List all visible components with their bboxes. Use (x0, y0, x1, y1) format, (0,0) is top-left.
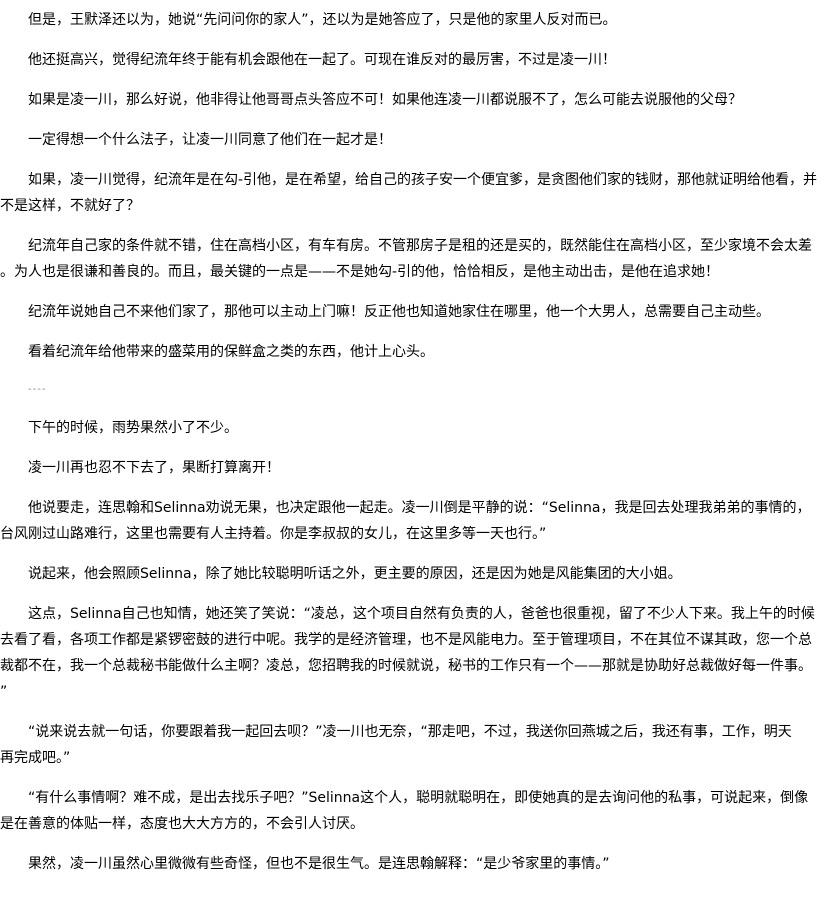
text-line: 台风刚过山路难行，这里也需要有人主持着。你是李叔叔的女儿，在这里多等一天也行。” (0, 526, 547, 542)
text-line: 纪流年自己家的条件就不错，住在高档小区，有车有房。不管那房子是租的还是买的，既然… (28, 238, 812, 254)
paragraph: 如果是凌一川，那么好说，他非得让他哥哥点头答应不可！如果他连凌一川都说服不了，怎… (0, 87, 835, 113)
text-line: 他还挺高兴，觉得纪流年终于能有机会跟他在一起了。可现在谁反对的最厉害，不过是凌一… (28, 52, 616, 68)
paragraph: 他还挺高兴，觉得纪流年终于能有机会跟他在一起了。可现在谁反对的最厉害，不过是凌一… (0, 47, 835, 73)
paragraph: “说来说去就一句话，你要跟着我一起回去呗？”凌一川也无奈，“那走吧，不过，我送你… (0, 719, 835, 771)
text-line: 再完成吧。” (0, 750, 71, 766)
section-separator: ---- (0, 379, 835, 401)
text-line: 但是，王默泽还以为，她说“先问问你的家人”，还以为是她答应了，只是他的家里人反对… (28, 12, 617, 28)
paragraph: 但是，王默泽还以为，她说“先问问你的家人”，还以为是她答应了，只是他的家里人反对… (0, 7, 835, 33)
text-line: 他说要走，连思翰和Selinna劝说无果，也决定跟他一起走。凌一川倒是平静的说：… (28, 500, 811, 516)
text-line: 一定得想一个什么法子，让凌一川同意了他们在一起才是！ (28, 132, 392, 148)
text-line: “有什么事情啊？难不成，是出去找乐子吧？”Selinna这个人，聪明就聪明在，即… (28, 790, 809, 806)
paragraph: “有什么事情啊？难不成，是出去找乐子吧？”Selinna这个人，聪明就聪明在，即… (0, 785, 835, 837)
paragraph: 纪流年说她自己不来他们家了，那他可以主动上门嘛！反正他也知道她家住在哪里，他一个… (0, 299, 835, 325)
text-line: 裁都不在，我一个总裁秘书能做什么主啊？凌总，您招聘我的时候就说，秘书的工作只有一… (0, 658, 812, 674)
paragraph: 下午的时候，雨势果然小了不少。 (0, 415, 835, 441)
paragraph: 看着纪流年给他带来的盛菜用的保鲜盒之类的东西，他计上心头。 (0, 339, 835, 365)
separator-dashes: ---- (28, 384, 47, 395)
text-line: 。为人也是很谦和善良的。而且，最关键的一点是——不是她勾-引的他，恰恰相反，是他… (0, 264, 720, 280)
text-line: 去看了看，各项工作都是紧锣密鼓的进行中呢。我学的是经济管理，也不是风能电力。至于… (0, 632, 812, 648)
text-line: 说起来，他会照顾Selinna，除了她比较聪明听话之外，更主要的原因，还是因为她… (28, 566, 682, 582)
paragraph: 果然，凌一川虽然心里微微有些奇怪，但也不是很生气。是连思翰解释：“是少爷家里的事… (0, 851, 835, 877)
text-line: 果然，凌一川虽然心里微微有些奇怪，但也不是很生气。是连思翰解释：“是少爷家里的事… (28, 856, 610, 872)
text-line: 凌一川再也忍不下去了，果断打算离开！ (28, 460, 280, 476)
text-line: 下午的时候，雨势果然小了不少。 (28, 420, 238, 436)
paragraph: 如果，凌一川觉得，纪流年是在勾-引他，是在希望，给自己的孩子安一个便宜爹，是贪图… (0, 167, 835, 219)
paragraph: 他说要走，连思翰和Selinna劝说无果，也决定跟他一起走。凌一川倒是平静的说：… (0, 495, 835, 547)
text-line: “说来说去就一句话，你要跟着我一起回去呗？”凌一川也无奈，“那走吧，不过，我送你… (28, 724, 792, 740)
paragraph: 一定得想一个什么法子，让凌一川同意了他们在一起才是！ (0, 127, 835, 153)
text-line: 如果是凌一川，那么好说，他非得让他哥哥点头答应不可！如果他连凌一川都说服不了，怎… (28, 92, 742, 108)
text-line: 这点，Selinna自己也知情，她还笑了笑说：“凌总，这个项目自然有负责的人，爸… (28, 606, 815, 622)
text-line: ” (0, 684, 8, 700)
article-body: 但是，王默泽还以为，她说“先问问你的家人”，还以为是她答应了，只是他的家里人反对… (0, 7, 835, 877)
text-line: 是在善意的体贴一样，态度也大大方方的，不会引人讨厌。 (0, 816, 364, 832)
text-line: 纪流年说她自己不来他们家了，那他可以主动上门嘛！反正他也知道她家住在哪里，他一个… (28, 304, 770, 320)
text-line: 看着纪流年给他带来的盛菜用的保鲜盒之类的东西，他计上心头。 (28, 344, 434, 360)
text-line: 不是这样，不就好了？ (0, 198, 140, 214)
paragraph: 说起来，他会照顾Selinna，除了她比较聪明听话之外，更主要的原因，还是因为她… (0, 561, 835, 587)
text-line: 如果，凌一川觉得，纪流年是在勾-引他，是在希望，给自己的孩子安一个便宜爹，是贪图… (28, 172, 818, 188)
paragraph: 凌一川再也忍不下去了，果断打算离开！ (0, 455, 835, 481)
paragraph: 纪流年自己家的条件就不错，住在高档小区，有车有房。不管那房子是租的还是买的，既然… (0, 233, 835, 285)
paragraph: 这点，Selinna自己也知情，她还笑了笑说：“凌总，这个项目自然有负责的人，爸… (0, 601, 835, 705)
